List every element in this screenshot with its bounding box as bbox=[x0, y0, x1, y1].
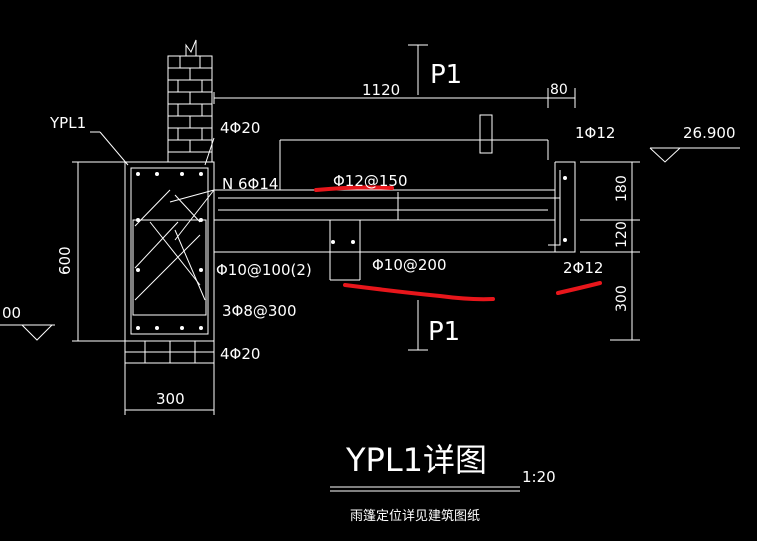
elevation-top: 26.900 bbox=[683, 124, 736, 142]
dim-120: 120 bbox=[614, 221, 630, 248]
red-mark-slab bbox=[343, 283, 495, 302]
marker-block bbox=[479, 114, 493, 154]
rebar-phi12-150: Φ12@150 bbox=[333, 172, 408, 190]
hatch-line bbox=[134, 234, 201, 301]
red-mark-phi12 bbox=[314, 185, 394, 192]
rebar-4phi20-top: 4Φ20 bbox=[220, 119, 260, 137]
dim-300-bottom: 300 bbox=[156, 390, 185, 408]
drawing-note: 雨篷定位详见建筑图纸 bbox=[350, 508, 480, 524]
section-label-top: P1 bbox=[430, 60, 462, 90]
rebar-phi10-100: Φ10@100(2) bbox=[216, 261, 312, 279]
red-mark-2phi12 bbox=[556, 281, 602, 295]
drawing-scale: 1:20 bbox=[522, 468, 556, 486]
rebar-phi10-200: Φ10@200 bbox=[372, 256, 447, 274]
brick-courses bbox=[168, 56, 212, 153]
hatch-line bbox=[134, 221, 179, 269]
hatch-line bbox=[149, 221, 201, 286]
dim-300-right: 300 bbox=[614, 285, 630, 312]
rebar-2phi12: 2Φ12 bbox=[563, 259, 603, 277]
drawing-lines bbox=[0, 39, 740, 492]
hatch-line bbox=[134, 189, 171, 227]
rebar-4phi20-bottom: 4Φ20 bbox=[220, 345, 260, 363]
rebar-1phi12: 1Φ12 bbox=[575, 124, 615, 142]
section-label-bottom: P1 bbox=[428, 317, 460, 347]
rebar-3phi8-300: 3Φ8@300 bbox=[222, 302, 297, 320]
ypl1-leader bbox=[99, 131, 129, 166]
slab-upstand bbox=[555, 161, 576, 253]
upstand-rebar bbox=[548, 197, 561, 246]
elevation-left: 00 bbox=[2, 304, 21, 322]
drawing-title: YPL1详图 bbox=[345, 441, 487, 479]
beam-stirrup bbox=[130, 167, 209, 335]
hatch-line bbox=[174, 229, 206, 301]
elevation-mark-top bbox=[649, 147, 682, 163]
beam-section-outline bbox=[124, 161, 215, 342]
wall-break-mark bbox=[185, 39, 197, 56]
dim-80: 80 bbox=[550, 82, 568, 98]
elevation-mark-left bbox=[21, 324, 54, 341]
beam-inner-stirrup bbox=[132, 219, 207, 316]
rebar-dots bbox=[136, 172, 567, 330]
beam-label: YPL1 bbox=[49, 114, 86, 132]
dim-1120: 1120 bbox=[362, 81, 400, 99]
rebar-n6phi14: N 6Φ14 bbox=[222, 175, 278, 193]
dim-180: 180 bbox=[614, 175, 630, 202]
dim-600: 600 bbox=[56, 246, 74, 275]
red-markup bbox=[314, 185, 602, 302]
hatch-line bbox=[174, 194, 201, 223]
